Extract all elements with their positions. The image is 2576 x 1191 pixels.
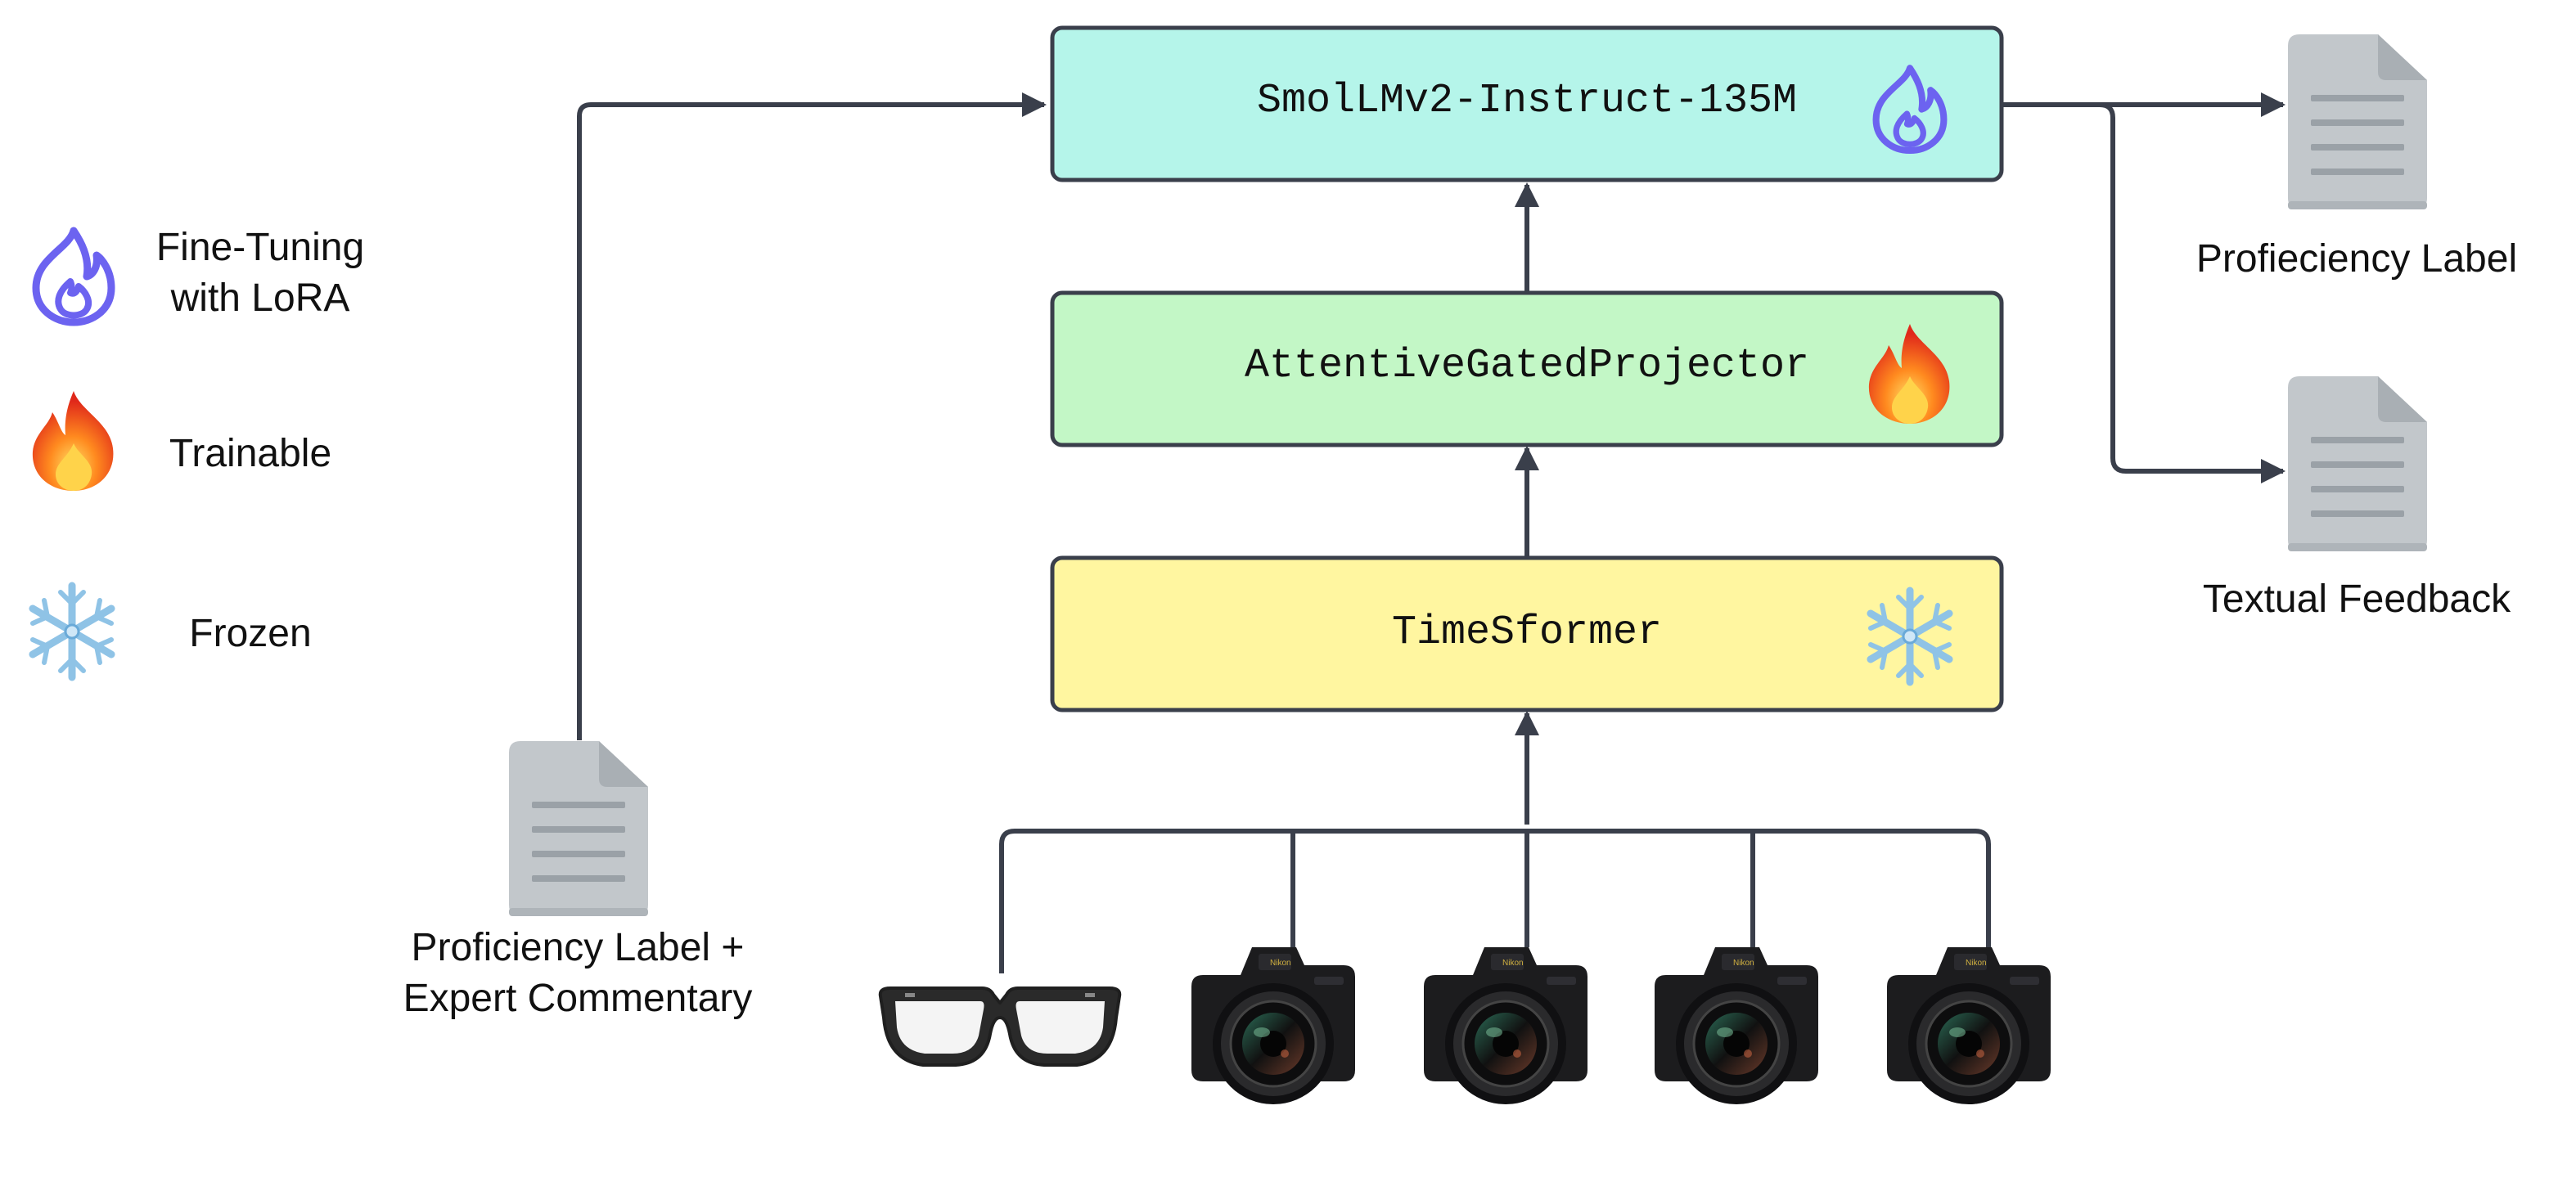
legend-frozen-label: Frozen [189,612,311,655]
projector-block-label: AttentiveGatedProjector [1245,343,1809,389]
llm-block: SmolLMv2-Instruct-135M [1050,25,2004,182]
legend-lora-label-line1: Fine-Tuning [156,226,364,269]
llm-block-label: SmolLMv2-Instruct-135M [1257,78,1797,124]
document-icon [2288,34,2427,209]
encoder-block-label: TimeSformer [1392,609,1662,656]
encoder-block-box [1050,555,2004,712]
legend: Fine-Tuning with LoRA Trainable Frozen [33,226,364,677]
feedback-output: Textual Feedback [2203,376,2511,621]
legend-lora-label-line2: with LoRA [170,276,350,320]
label-output-text: Profieciency Label [2196,237,2517,281]
llm-to-feedback-connector [2099,102,2286,483]
encoder-block: TimeSformer [1050,555,2004,712]
feedback-output-text: Textual Feedback [2203,578,2511,621]
eyeglasses-icon [878,987,1122,1067]
camera-icon [1885,946,2052,1106]
camera-icon [1653,946,1820,1106]
text-input-label-line1: Proficiency Label + [412,926,745,969]
commentary-to-llm-connector [577,92,1047,740]
lora-flame-icon [36,231,111,322]
document-icon [509,741,648,916]
legend-trainable-label: Trainable [169,432,331,475]
label-output: Profieciency Label [2196,34,2517,281]
text-input-label-line2: Expert Commentary [403,977,753,1020]
device-bus [999,829,1991,973]
fire-icon [32,391,114,491]
document-icon [2288,376,2427,551]
input-devices [878,946,2052,1106]
snowflake-icon [33,586,111,677]
llm-block-box [1050,25,2004,182]
text-input: Proficiency Label + Expert Commentary [403,741,753,1020]
projector-block: AttentiveGatedProjector [1050,290,2004,447]
projector-block-box [1050,290,2004,447]
camera-icon [1422,946,1589,1106]
camera-icon [1190,946,1357,1106]
